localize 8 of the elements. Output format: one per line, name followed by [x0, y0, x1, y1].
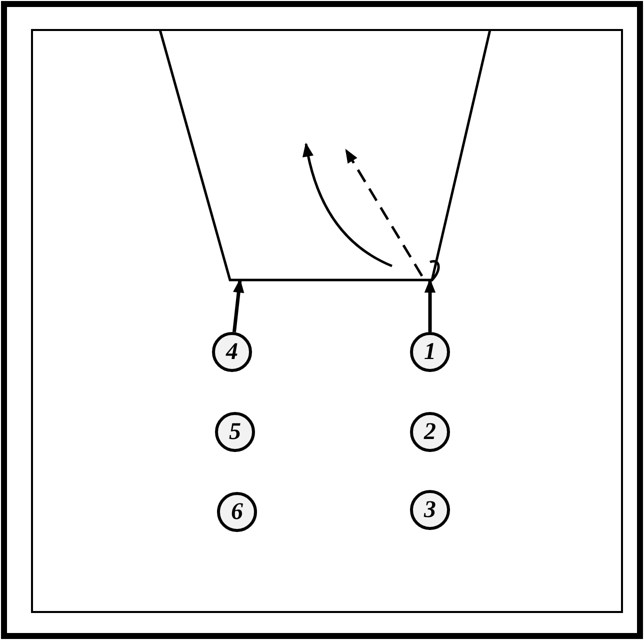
arrow — [232, 278, 244, 332]
number-circle: 6 — [217, 492, 257, 532]
number-circle: 3 — [410, 490, 450, 530]
number-circle: 5 — [215, 412, 255, 452]
arrow — [424, 278, 436, 332]
number-circle: 2 — [410, 412, 450, 452]
number-circle: 4 — [212, 332, 252, 372]
number-circle: 1 — [410, 332, 450, 372]
